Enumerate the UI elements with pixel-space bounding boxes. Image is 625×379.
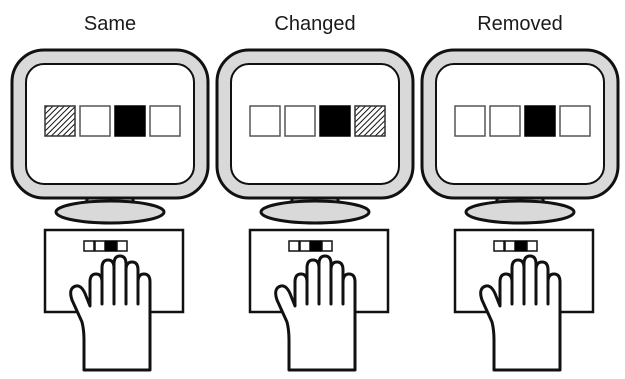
screen-square-empty <box>455 106 485 136</box>
screen-square-filled <box>525 106 555 136</box>
key-empty <box>117 241 127 251</box>
screen-square-filled <box>320 106 350 136</box>
key-empty <box>289 241 299 251</box>
key-filled <box>311 241 321 251</box>
condition-title: Same <box>84 13 136 35</box>
condition-title: Removed <box>477 13 563 35</box>
screen-square-filled <box>115 106 145 136</box>
key-empty <box>505 241 515 251</box>
panel-removed: Removed <box>422 13 618 370</box>
screen-square-empty <box>285 106 315 136</box>
screen-square-empty <box>150 106 180 136</box>
panel-changed: Changed <box>217 13 413 370</box>
key-empty <box>322 241 332 251</box>
key-empty <box>95 241 105 251</box>
screen-square-empty <box>250 106 280 136</box>
key-empty <box>300 241 310 251</box>
condition-title: Changed <box>274 13 355 35</box>
key-empty <box>527 241 537 251</box>
screen-square-empty <box>80 106 110 136</box>
key-empty <box>84 241 94 251</box>
key-filled <box>106 241 116 251</box>
screen-square-hatched <box>355 106 385 136</box>
screen-square-empty <box>560 106 590 136</box>
screen-square-empty <box>490 106 520 136</box>
screen-square-hatched <box>45 106 75 136</box>
key-empty <box>494 241 504 251</box>
panel-same: Same <box>12 13 208 370</box>
key-filled <box>516 241 526 251</box>
